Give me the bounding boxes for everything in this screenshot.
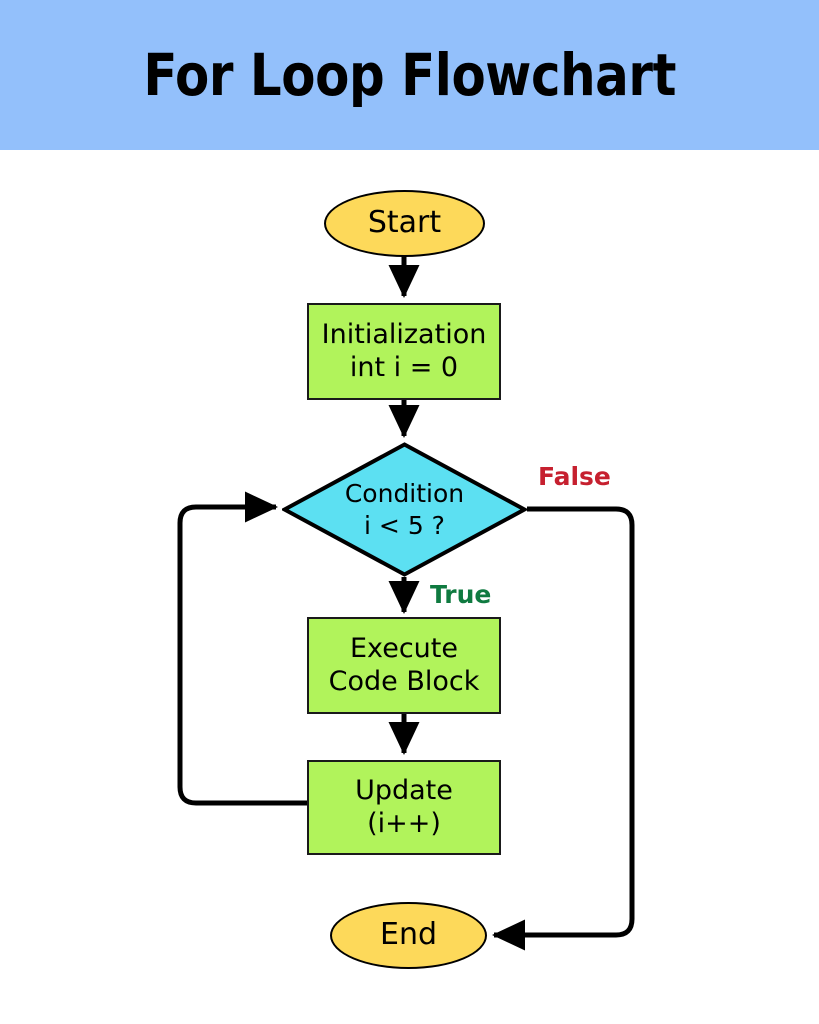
node-start-label-line-1: Start xyxy=(367,205,442,241)
page-title: For Loop Flowchart xyxy=(143,41,676,109)
title-banner: For Loop Flowchart xyxy=(0,0,819,150)
node-end[interactable]: End xyxy=(330,902,487,969)
node-initialization[interactable]: Initialization int i = 0 xyxy=(307,303,501,400)
node-update[interactable]: Update (i++) xyxy=(307,760,501,855)
node-condition-label-line-1: Condition xyxy=(344,479,465,509)
node-start[interactable]: Start xyxy=(324,190,485,257)
diamond-shape xyxy=(282,442,527,577)
node-update-label-line-2: (i++) xyxy=(367,807,441,839)
branch-label-false: False xyxy=(538,462,611,491)
node-condition-label-line-2: i < 5 ? xyxy=(364,510,445,540)
edge-update-to-condition-loopback xyxy=(177,491,307,806)
node-initialization-label-line-1: Initialization xyxy=(321,318,487,350)
edge-condition-false-to-end xyxy=(491,506,635,951)
node-initialization-label-line-2: int i = 0 xyxy=(349,351,459,383)
branch-label-true: True xyxy=(430,580,492,609)
node-execute-label-line-1: Execute xyxy=(350,632,458,664)
node-execute-label-line-2: Code Block xyxy=(328,665,480,697)
node-update-label-line-1: Update xyxy=(355,774,453,806)
node-condition[interactable]: Condition i < 5 ? xyxy=(282,442,527,577)
node-condition-label: Condition i < 5 ? xyxy=(282,442,527,577)
node-end-label-line-1: End xyxy=(379,917,437,953)
node-execute-code-block[interactable]: Execute Code Block xyxy=(307,617,501,714)
